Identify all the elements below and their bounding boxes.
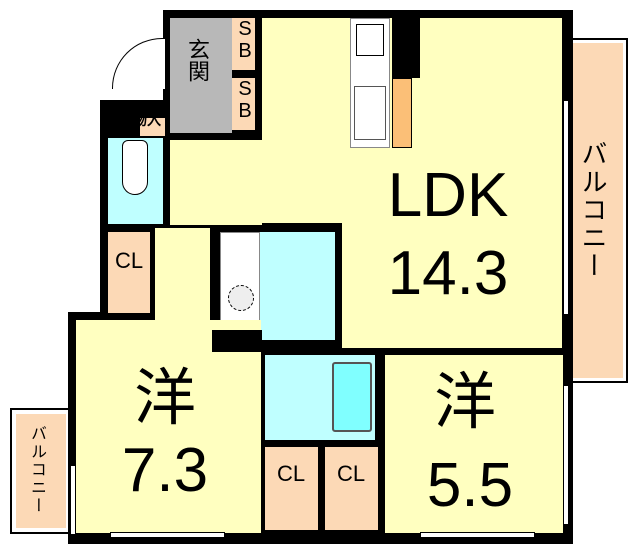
entrance-door [112,38,165,89]
balcony-right-label: バルコニー [578,140,608,280]
washbasin-icon [228,285,254,311]
shoebox-2-label: SB [234,78,256,122]
bathroom [265,355,325,440]
ldk-room [342,220,562,348]
kitchen-cabinet [392,78,412,148]
closet-1-label: CL [114,248,144,273]
toilet-icon [122,140,148,195]
ldk-label: LDK [387,161,509,230]
entrance-label: 玄関 [185,38,210,82]
window [563,385,569,525]
closet-3 [325,447,378,530]
closet-3-label: CL [336,461,366,486]
bathtub-icon [332,362,372,432]
closet-2 [265,447,318,530]
window [420,532,535,538]
washroom [260,232,335,340]
hallway [170,140,262,225]
balcony-left [10,408,72,534]
western-room-2 [385,355,563,533]
washbasin-area [220,232,260,330]
storage [140,118,165,136]
stove-icon [356,24,384,56]
shoebox-1 [232,18,255,70]
storage-label: 物入 [133,112,161,128]
window [563,100,569,315]
shoebox-1-label: SB [234,18,256,62]
window [70,465,76,535]
western-room-1-label: 洋 [133,364,196,433]
hallway [155,228,210,313]
western-room-2-label: 洋 [433,368,496,437]
wall [392,10,420,78]
balcony-left-label: バルコニー [28,425,45,515]
closet-2-label: CL [276,461,306,486]
western-room-1-size: 7.3 [121,436,209,505]
closet-1 [108,232,150,313]
entrance [170,18,232,133]
western-room-1 [155,300,210,330]
ldk-size: 14.3 [387,239,509,308]
western-room-2-size: 5.5 [426,451,514,520]
wall [212,330,262,352]
shoebox-2 [232,78,255,130]
window [110,532,225,538]
western-room-1 [76,320,261,533]
balcony-right [568,38,628,383]
sink-icon [354,86,386,140]
